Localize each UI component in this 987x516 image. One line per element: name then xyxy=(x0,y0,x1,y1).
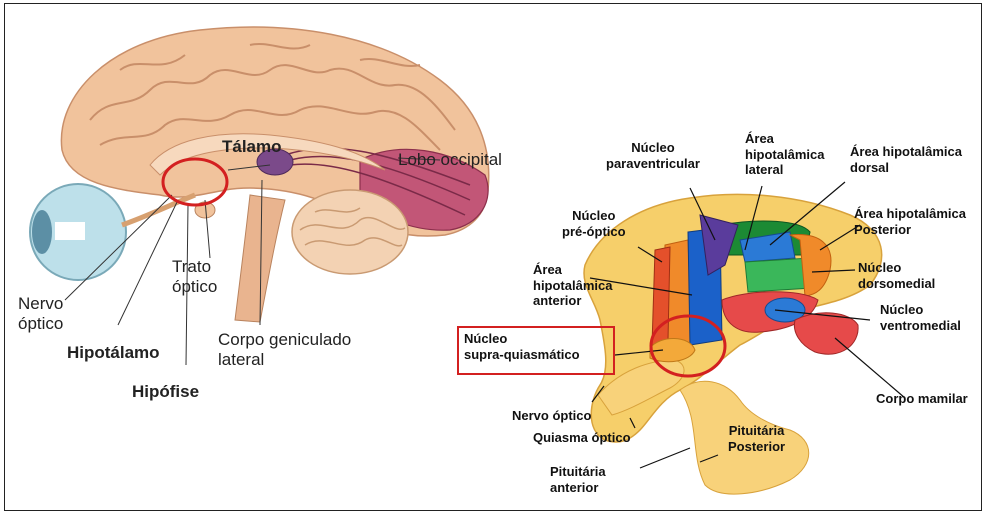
mammillary-body xyxy=(794,313,858,354)
brain-illustration xyxy=(30,27,489,365)
label-hipotalamo: Hipotálamo xyxy=(67,343,160,363)
cerebellum xyxy=(292,190,408,274)
label-talamo: Tálamo xyxy=(222,137,282,157)
label-quiasma-optico: Quiasma óptico xyxy=(533,430,631,446)
label-corpo-mamilar: Corpo mamilar xyxy=(876,391,968,407)
optic-nerve-drawn xyxy=(122,195,195,225)
label-hipofise: Hipófise xyxy=(132,382,199,402)
label-nervo-optico-right: Nervo óptico xyxy=(512,408,591,424)
label-lobo-occipital: Lobo occipital xyxy=(398,150,502,170)
eyeball xyxy=(30,184,126,280)
